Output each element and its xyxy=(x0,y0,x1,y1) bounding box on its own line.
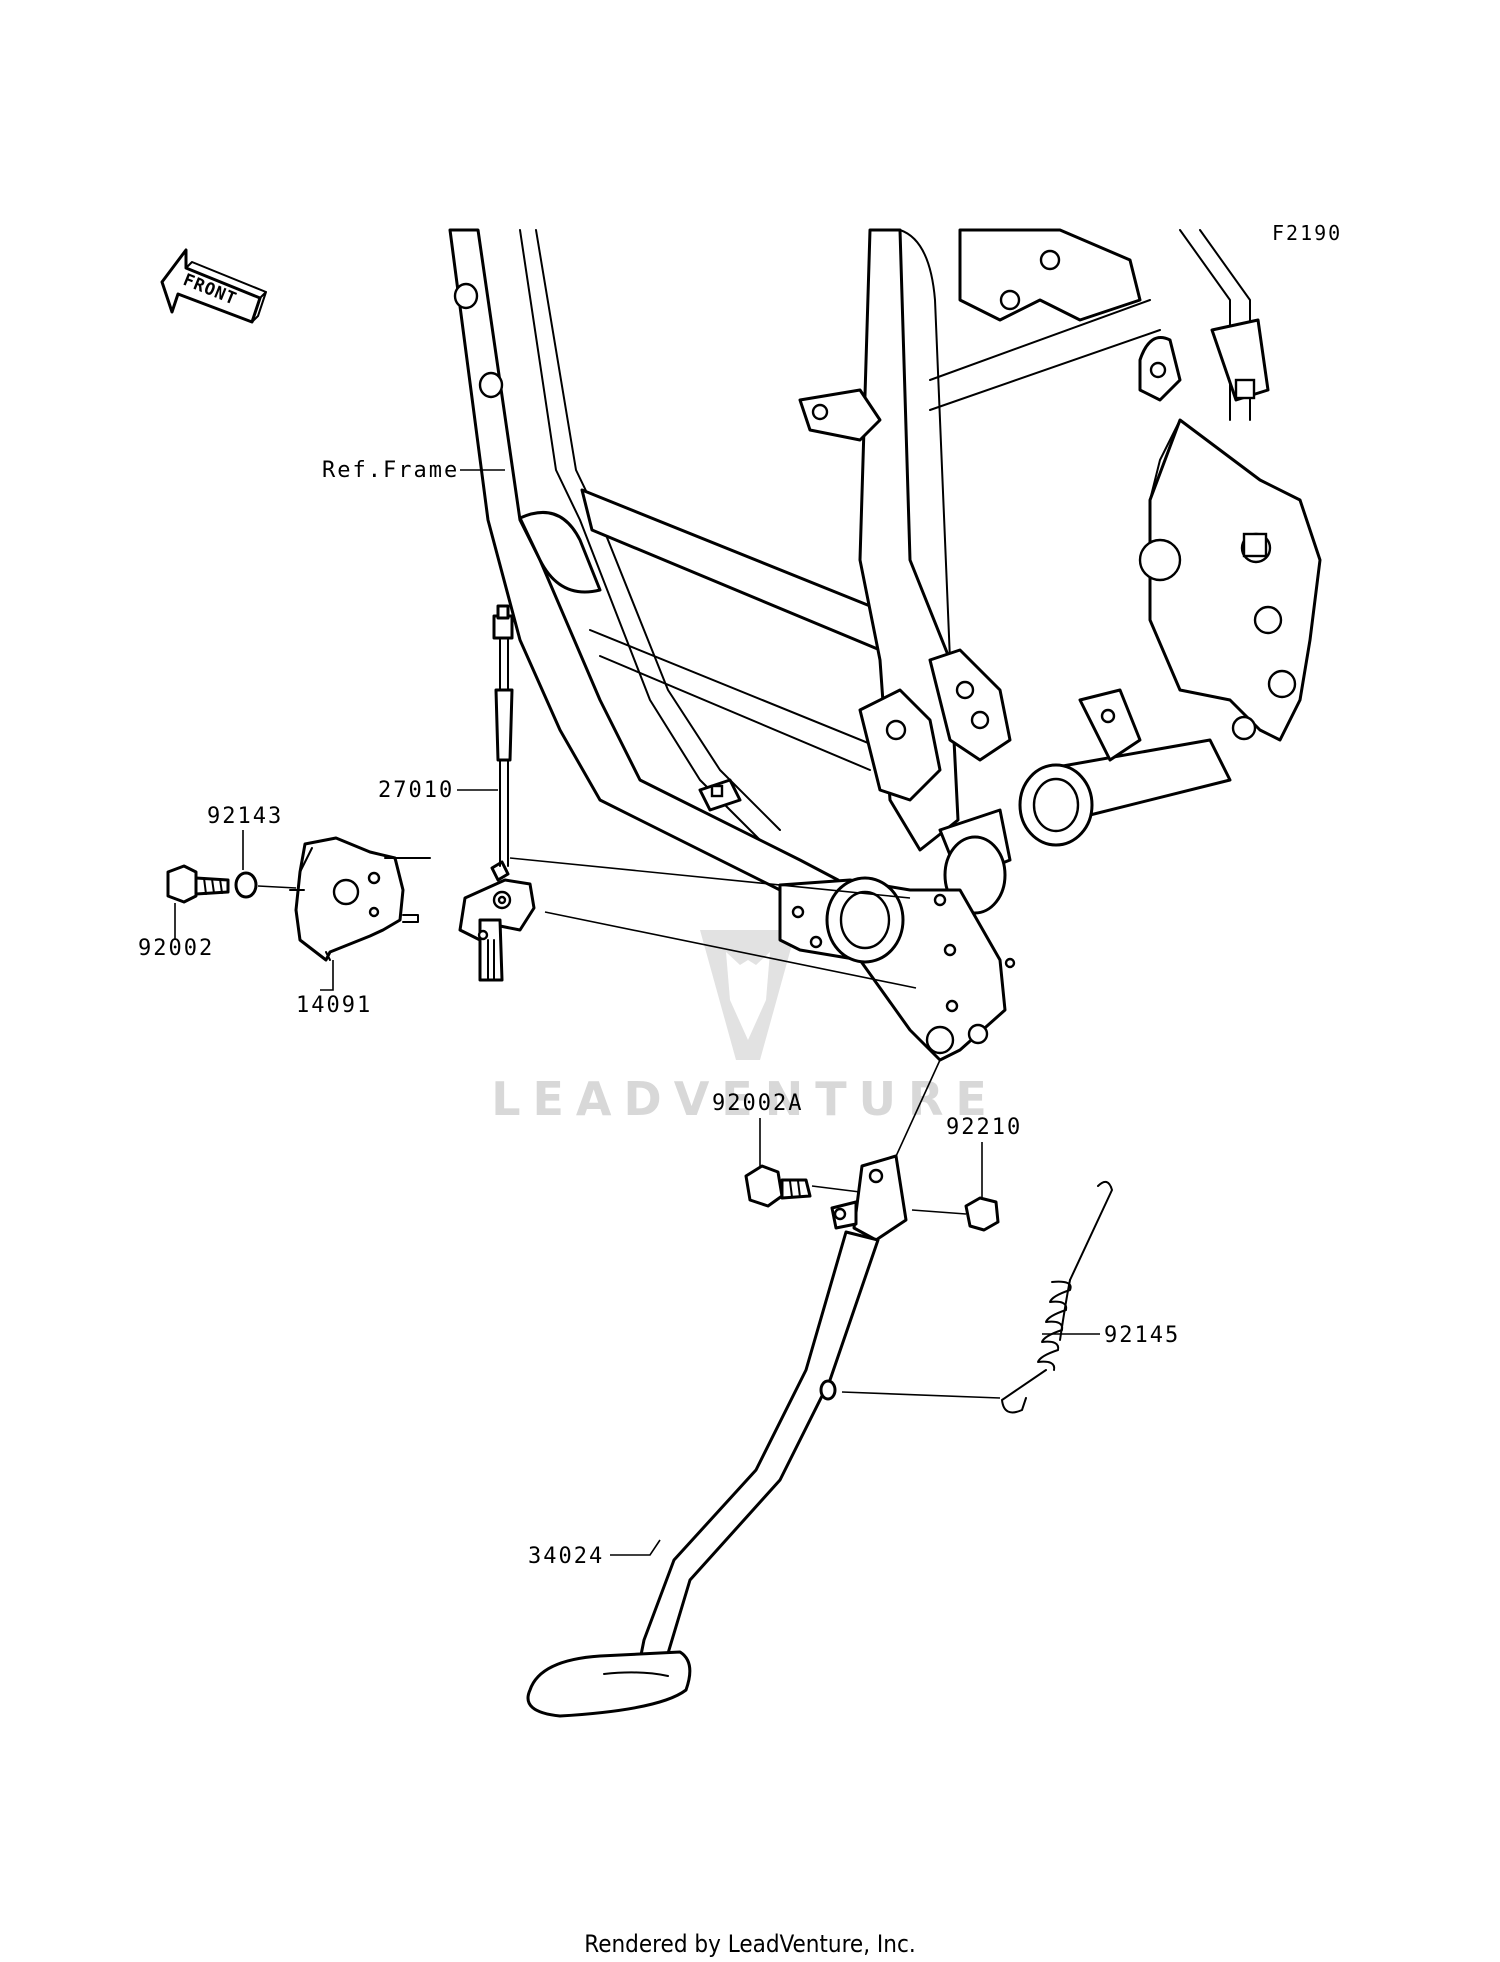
front-arrow: FRONT xyxy=(160,248,267,324)
washer-92143 xyxy=(234,871,258,899)
callout-92002a: 92002A xyxy=(712,1091,803,1116)
bolt-92002 xyxy=(166,864,230,904)
callout-92210: 92210 xyxy=(946,1115,1022,1140)
switch-cover xyxy=(289,836,431,962)
footer-credit: Rendered by LeadVenture, Inc. xyxy=(584,1930,915,1958)
callout-27010: 27010 xyxy=(378,778,454,803)
figure-code: F2190 xyxy=(1272,221,1342,245)
sidestand-switch xyxy=(458,604,917,989)
watermark-text: LEADVENTURE xyxy=(491,1072,999,1126)
callout-92002: 92002 xyxy=(138,936,214,961)
bolt-92002a xyxy=(744,1164,861,1208)
frame-boss xyxy=(453,282,479,310)
leader-lines xyxy=(174,469,1100,1556)
callout-92145: 92145 xyxy=(1104,1323,1180,1348)
motorcycle-frame xyxy=(448,228,1322,915)
callout-34024: 34024 xyxy=(528,1544,604,1569)
nut-92210 xyxy=(911,1196,1000,1232)
frame-boss xyxy=(478,371,504,399)
watermark-logo xyxy=(700,930,796,1060)
callout-labels: Ref.Frame 27010 92143 92002 14091 92002A… xyxy=(138,458,1180,1569)
sidestand-bracket xyxy=(778,876,1016,1062)
callout-ref-frame: Ref.Frame xyxy=(322,458,459,483)
watermark: LEADVENTURE xyxy=(491,930,999,1126)
sidestand xyxy=(526,1059,941,1718)
callout-14091: 14091 xyxy=(296,993,372,1018)
callout-92143: 92143 xyxy=(207,804,283,829)
spring-hook-post xyxy=(819,1379,837,1401)
spring-coils xyxy=(1037,1280,1072,1371)
